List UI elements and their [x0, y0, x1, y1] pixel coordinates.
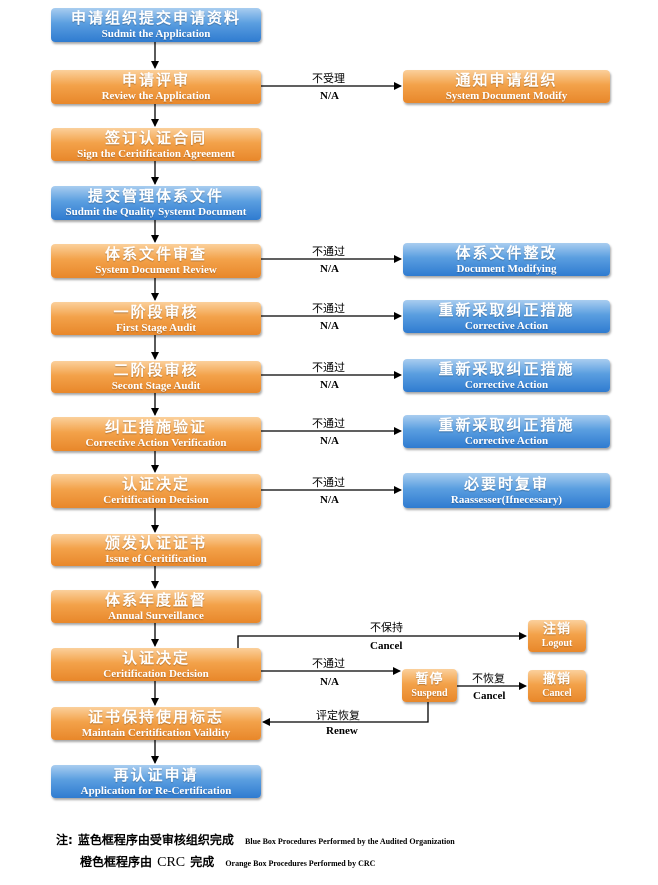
side-en: System Document Modify [445, 89, 568, 102]
side-cn: 重新采取纠正措施 [438, 300, 575, 319]
step-en: Application for Re-Certification [80, 784, 232, 797]
step-en: System Document Review [95, 264, 217, 276]
step-submit-quality-document: 提交管理体系文件 Sudmit the Quality Systemt Docu… [51, 186, 261, 220]
step-en: First Stage Audit [115, 321, 197, 334]
step-second-stage-audit: 二阶段审核 Secont Stage Audit [51, 361, 261, 393]
side-en: Corrective Action [464, 434, 549, 447]
step-cn: 颁发认证证书 [104, 534, 207, 552]
step-en: Secont Stage Audit [111, 380, 201, 392]
side-en: Corrective Action [464, 319, 549, 332]
cancel-en: Cancel [542, 688, 572, 699]
note-orange-cn-a: 橙色框程序由 [80, 855, 153, 869]
step-first-stage-audit: 一阶段审核 First Stage Audit [51, 302, 261, 335]
step-certification-decision: 认证决定 Ceritification Decision [51, 474, 261, 508]
side-corrective-action-3: 重新采取纠正措施 Corrective Action [403, 415, 610, 448]
edge-label-not-keep: 不保持 [370, 621, 403, 634]
edge-label-na: N/A [320, 676, 339, 688]
note-blue-en: Blue Box Procedures Performed by the Aud… [245, 837, 455, 846]
side-notify-organization: 通知申请组织 System Document Modify [403, 70, 610, 103]
edge-label-cn: 不通过 [312, 476, 345, 489]
edge-label-en: N/A [320, 379, 339, 391]
step-system-document-review: 体系文件审查 System Document Review [51, 244, 261, 278]
step-en: Issue of Ceritification [105, 553, 207, 565]
note-orange-boxes: 橙色框程序由 CRC 完成 Orange Box Procedures Perf… [80, 851, 375, 871]
step-annual-surveillance: 体系年度监督 Annual Surveillance [51, 590, 261, 623]
box-cancel: 撤销 Cancel [528, 670, 586, 702]
step-cn: 体系文件审查 [104, 245, 207, 263]
edge-label-en: N/A [320, 435, 339, 447]
box-logout: 注销 Logout [528, 620, 586, 652]
step-en: Corrective Action Verification [85, 437, 227, 449]
step-maintain-validity: 证书保持使用标志 Maintain Ceritification Vaildit… [51, 707, 261, 740]
step-en: Review the Application [101, 90, 211, 102]
side-corrective-action-2: 重新采取纠正措施 Corrective Action [403, 359, 610, 392]
suspend-cn: 暂停 [415, 671, 444, 687]
note-prefix: 注: [56, 833, 73, 847]
step-cn: 再认证申请 [113, 765, 199, 784]
edge-label-renew: Renew [326, 725, 358, 737]
edge-label-cn: 不通过 [312, 302, 345, 315]
step-cn: 纠正措施验证 [104, 418, 207, 436]
note-orange-en: Orange Box Procedures Performed by CRC [225, 859, 376, 868]
step-cn: 一阶段审核 [113, 302, 199, 321]
edge-label-not-pass: 不通过 [312, 657, 345, 670]
step-cn: 体系年度监督 [104, 590, 207, 609]
edge-label-en: N/A [320, 263, 339, 275]
step-en: Ceritification Decision [103, 667, 209, 680]
cancel-cn: 撤销 [542, 672, 571, 687]
edge-label-not-restore: 不恢复 [472, 672, 505, 685]
note-orange-crc: CRC [157, 855, 186, 870]
side-cn: 必要时复审 [463, 474, 549, 493]
step-recertification-application: 再认证申请 Application for Re-Certification [51, 765, 261, 798]
step-cn: 申请评审 [121, 71, 190, 89]
step-review-application: 申请评审 Review the Application [51, 70, 261, 104]
step-en: Annual Surveillance [108, 609, 204, 622]
step-en: Sign the Ceritification Agreement [77, 147, 235, 160]
note-blue-boxes: 注: 蓝色框程序由受审核组织完成 Blue Box Procedures Per… [56, 829, 455, 848]
step-en: Sudmit the Quality Systemt Document [65, 206, 247, 218]
step-cn: 认证决定 [121, 475, 190, 493]
side-cn: 通知申请组织 [455, 70, 558, 89]
step-submit-application: 申请组织提交申请资料 Sudmit the Application [51, 8, 261, 42]
step-cn: 认证决定 [121, 648, 190, 667]
side-document-modifying: 体系文件整改 Document Modifying [403, 243, 610, 276]
edge-label-cn: 不受理 [312, 72, 345, 85]
step-cn: 提交管理体系文件 [87, 187, 224, 205]
edge-label-cn: 不通过 [312, 245, 345, 258]
logout-en: Logout [541, 638, 573, 649]
note-blue-cn: 蓝色框程序由受审核组织完成 [77, 833, 234, 847]
side-en: Document Modifying [456, 262, 557, 275]
step-cn: 证书保持使用标志 [87, 707, 224, 726]
side-cn: 重新采取纠正措施 [438, 415, 575, 434]
edge-label-en: N/A [320, 90, 339, 102]
step-cn: 申请组织提交申请资料 [70, 9, 241, 27]
edge-label-cancel: Cancel [370, 640, 403, 652]
step-sign-agreement: 签订认证合同 Sign the Ceritification Agreement [51, 128, 261, 161]
edge-label-en: N/A [320, 494, 339, 506]
step-issue-certification: 颁发认证证书 Issue of Ceritification [51, 534, 261, 566]
side-corrective-action-1: 重新采取纠正措施 Corrective Action [403, 300, 610, 333]
suspend-en: Suspend [411, 687, 448, 699]
step-en: Maintain Ceritification Vaildity [81, 726, 231, 739]
step-cn: 签订认证合同 [104, 128, 207, 147]
edge-label-cn: 不通过 [312, 361, 345, 374]
edge-label-assess-restore: 评定恢复 [316, 709, 360, 722]
edge-label-cancel-2: Cancel [473, 690, 506, 702]
box-suspend: 暂停 Suspend [402, 669, 457, 702]
edge-label-cn: 不通过 [312, 417, 345, 430]
step-en: Sudmit the Application [101, 28, 211, 40]
side-cn: 重新采取纠正措施 [438, 359, 575, 378]
side-cn: 体系文件整改 [455, 243, 558, 262]
edge-label-en: N/A [320, 320, 339, 332]
step-en: Ceritification Decision [103, 494, 209, 506]
side-reassessment: 必要时复审 Raassesser(Ifnecessary) [403, 473, 610, 508]
step-corrective-action-verification: 纠正措施验证 Corrective Action Verification [51, 417, 261, 451]
step-surveillance-decision: 认证决定 Ceritification Decision [51, 648, 261, 681]
side-en: Raassesser(Ifnecessary) [450, 493, 563, 506]
step-cn: 二阶段审核 [113, 361, 199, 379]
note-orange-cn-b: 完成 [190, 855, 215, 869]
side-en: Corrective Action [464, 378, 549, 391]
logout-cn: 注销 [542, 622, 571, 637]
